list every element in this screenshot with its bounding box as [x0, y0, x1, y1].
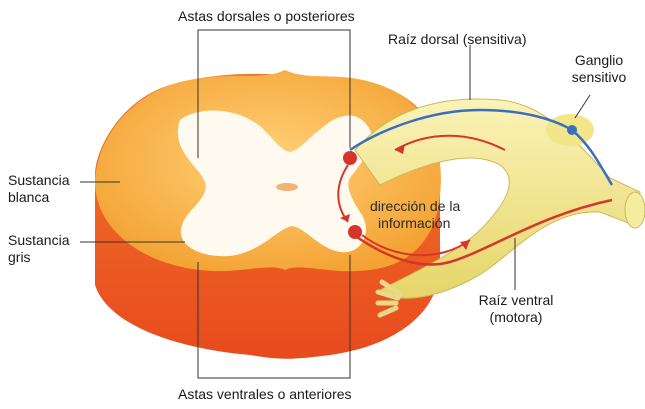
white-matter-label-line1: Sustancia: [8, 172, 69, 189]
gray-matter-label-line2: gris: [8, 249, 69, 266]
ventral-root-label-line1: Raíz ventral: [468, 292, 564, 309]
information-direction-line1: dirección de la: [370, 198, 460, 215]
dorsal-root-label: Raíz dorsal (sensitiva): [388, 31, 527, 48]
ganglion-label-line1: Ganglio: [560, 52, 638, 69]
information-direction-line2: información: [370, 215, 460, 232]
gray-matter-label: Sustancia gris: [8, 232, 69, 266]
dorsal-horns-label: Astas dorsales o posteriores: [178, 8, 355, 25]
gray-matter-label-line1: Sustancia: [8, 232, 69, 249]
white-matter-label-line2: blanca: [8, 189, 69, 206]
ventral-root-label: Raíz ventral (motora): [468, 292, 564, 326]
white-matter-label: Sustancia blanca: [8, 172, 69, 206]
ganglion-label-line2: sensitivo: [560, 69, 638, 86]
ventral-horns-label: Astas ventrales o anteriores: [178, 386, 352, 403]
ventral-root-label-line2: (motora): [468, 309, 564, 326]
ganglion-label: Ganglio sensitivo: [560, 52, 638, 86]
information-direction-label: dirección de la información: [370, 198, 460, 232]
